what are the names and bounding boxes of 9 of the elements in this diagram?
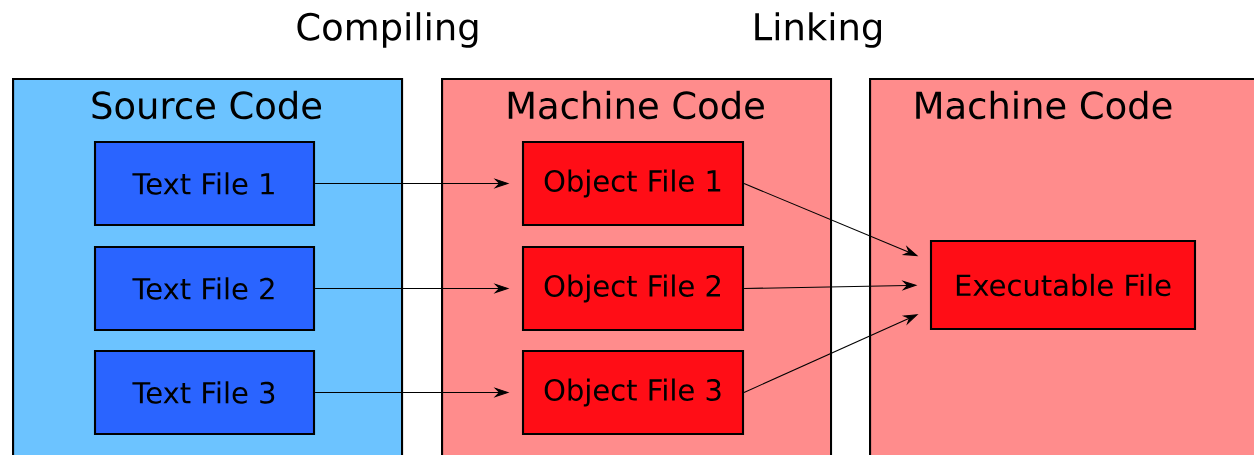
file-box: Text File 2 (93, 245, 316, 332)
file-box: Object File 3 (521, 349, 745, 436)
file-box: Text File 1 (93, 140, 316, 227)
file-box: Object File 1 (521, 140, 745, 227)
stage-label: Linking (755, 12, 881, 48)
file-box: Executable File (929, 239, 1197, 331)
file-box: Text File 3 (93, 349, 316, 436)
file-box: Object File 2 (521, 245, 745, 332)
stage-label: Compiling (297, 12, 478, 48)
